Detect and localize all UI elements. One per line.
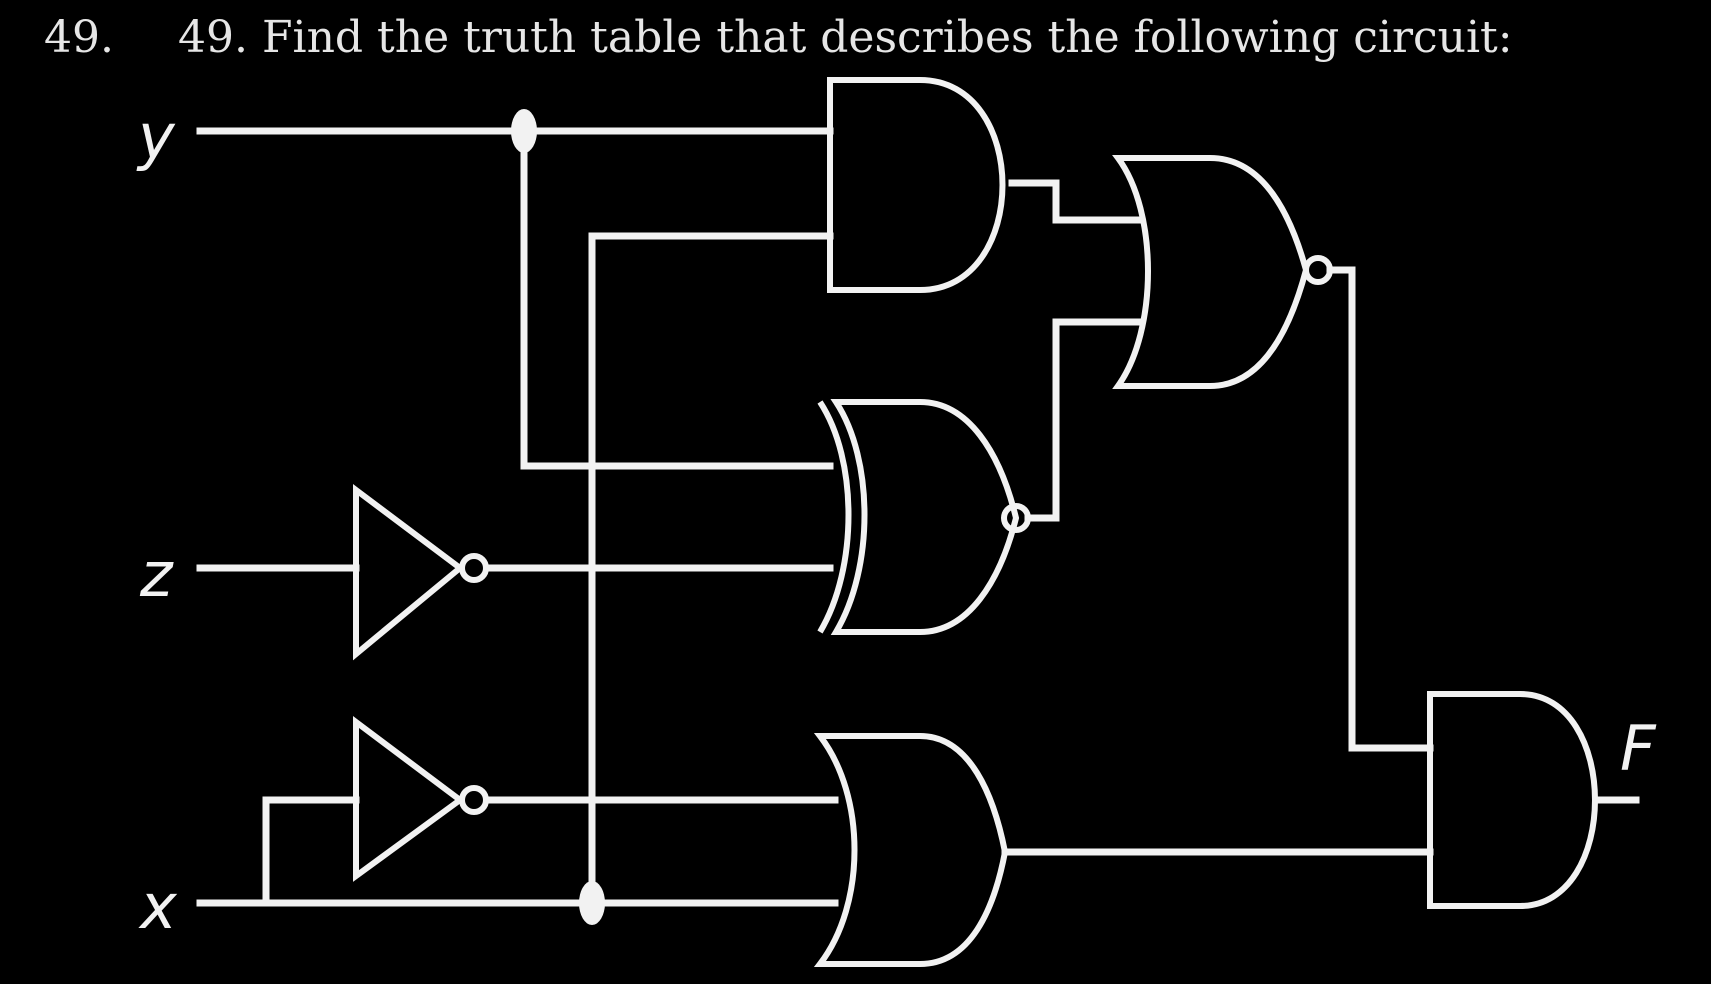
wire-and-to-nor <box>1008 179 1144 224</box>
question-text: 49. Find the truth table that describes … <box>178 12 1513 63</box>
input-label-x: x <box>138 870 178 943</box>
input-label-z: z <box>139 538 174 611</box>
and-gate-top <box>827 77 1006 293</box>
not-gate-x <box>353 716 489 882</box>
output-label-f: F <box>1620 712 1657 785</box>
not-gate-z <box>353 484 489 661</box>
wire-y <box>196 127 834 470</box>
wire-x <box>196 232 839 907</box>
question-header: 49. 49. Find the truth table that descri… <box>0 6 1711 76</box>
question-number: 49. <box>44 12 114 63</box>
and-gate-output <box>1427 691 1598 909</box>
xnor-gate <box>817 399 1031 635</box>
wire-xnor-to-nor <box>1024 318 1144 522</box>
or-gate-bottom <box>813 733 1009 967</box>
input-label-y: y <box>136 100 176 173</box>
junction-dot-x <box>579 881 605 925</box>
wire-nor-to-and <box>1326 266 1434 752</box>
nor-gate <box>1112 155 1333 389</box>
junction-dot-y <box>511 109 537 153</box>
